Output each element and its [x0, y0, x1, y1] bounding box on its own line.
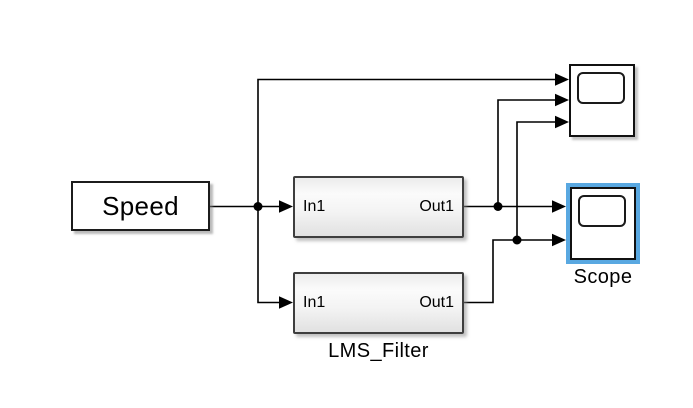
- branch-points: [253, 202, 522, 245]
- wire-top-filter-to-top-scope[interactable]: [497, 99, 556, 207]
- speed-block-label: Speed: [102, 190, 179, 221]
- in-port-label: In1: [303, 198, 326, 215]
- arrow-icon: [555, 93, 569, 107]
- scope-name-label[interactable]: Scope: [573, 266, 633, 288]
- scope-top-block[interactable]: [569, 64, 635, 137]
- arrow-icon: [552, 233, 566, 247]
- scope-screen-icon: [578, 195, 626, 227]
- wire-bottom-filter-to-bottom-scope[interactable]: [464, 239, 553, 304]
- scope-bottom-block[interactable]: [570, 187, 636, 260]
- branch-point-dot: [512, 235, 522, 245]
- arrow-icon: [555, 73, 569, 86]
- arrow-icon: [279, 296, 293, 309]
- arrow-icon: [279, 200, 293, 213]
- arrow-icon: [555, 115, 569, 129]
- wire-speed-to-top-scope[interactable]: [257, 78, 556, 207]
- out-port-label: Out1: [419, 198, 454, 215]
- lms-filter-name-label[interactable]: LMS_Filter: [328, 340, 429, 362]
- in-port-label: In1: [303, 294, 326, 311]
- branch-point-dot: [253, 202, 263, 211]
- arrow-icon: [552, 200, 566, 213]
- wire-bottom-filter-to-top-scope[interactable]: [516, 121, 556, 240]
- out-port-label: Out1: [419, 294, 454, 311]
- lms-filter-bottom-block[interactable]: In1 Out1: [293, 272, 464, 334]
- wire-speed-to-bottom-filter[interactable]: [257, 206, 280, 304]
- wire-arrowheads: [279, 73, 569, 309]
- speed-block[interactable]: Speed: [71, 181, 210, 231]
- lms-filter-top-block[interactable]: In1 Out1: [293, 176, 464, 238]
- scope-screen-icon: [577, 72, 625, 104]
- branch-point-dot: [493, 202, 503, 211]
